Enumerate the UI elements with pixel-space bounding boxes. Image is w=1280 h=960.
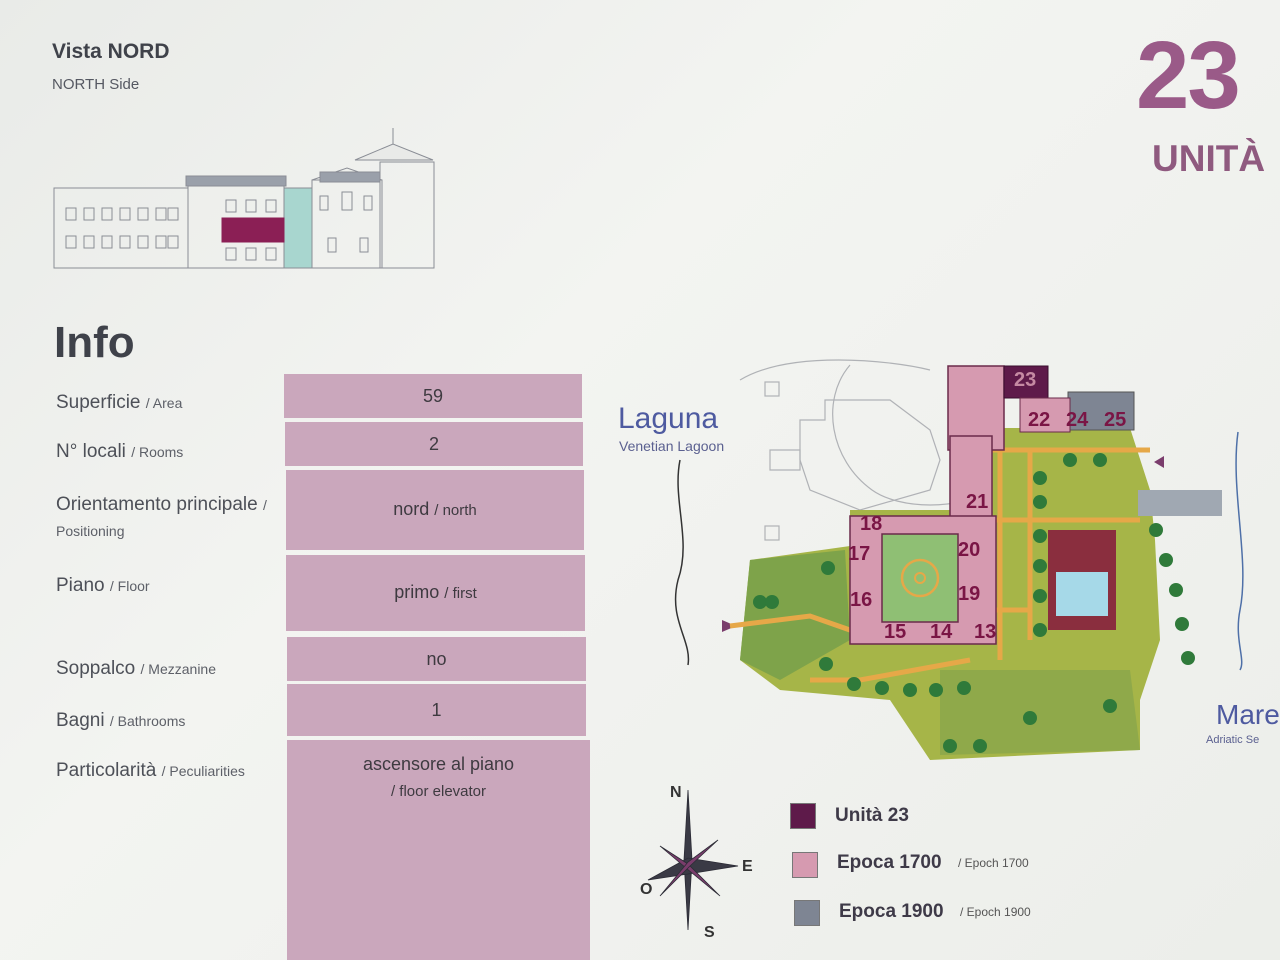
positioning-label: Orientamento principale / Positioning — [56, 494, 267, 539]
legend-unit-swatch — [790, 803, 816, 829]
map-unit-23: 23 — [1014, 369, 1036, 391]
unit-word: UNITÀ — [1152, 138, 1266, 179]
legend-epoch1700-swatch — [792, 852, 818, 878]
map-unit-18: 18 — [860, 513, 882, 535]
north-elevation-drawing — [53, 128, 435, 269]
peculiarities-value: ascensore al piano / floor elevator — [287, 740, 590, 960]
legend-epoch1900-label: Epoca 1900 — [839, 901, 944, 922]
legend-unit-label: Unità 23 — [835, 805, 909, 826]
peculiarities-label: Particolarità / Peculiarities — [56, 760, 245, 781]
map-unit-19: 19 — [958, 583, 980, 605]
laguna-label: Laguna — [618, 402, 718, 435]
compass-rose: N S E O — [640, 784, 753, 941]
map-unit-16: 16 — [850, 589, 872, 611]
bathrooms-label: Bagni / Bathrooms — [56, 710, 186, 731]
legend-epoch1900-en: / Epoch 1900 — [960, 905, 1031, 919]
map-unit-20: 20 — [958, 539, 980, 561]
mezzanine-label: Soppalco / Mezzanine — [56, 658, 216, 679]
map-unit-21: 21 — [966, 491, 988, 513]
mare-sublabel: Adriatic Se — [1206, 734, 1259, 746]
map-unit-24: 24 — [1066, 409, 1089, 431]
map-unit-17: 17 — [848, 543, 870, 565]
laguna-sublabel: Venetian Lagoon — [619, 438, 724, 454]
floor-value: primo / first — [286, 555, 585, 631]
compass-n: N — [670, 784, 682, 801]
map-unit-15: 15 — [884, 621, 906, 643]
legend-epoch1700-label: Epoca 1700 — [837, 852, 942, 873]
unit-number: 23 — [1136, 22, 1241, 129]
mare-label: Mare — [1216, 699, 1280, 730]
floor-label: Piano / Floor — [56, 575, 150, 596]
map-unit-13: 13 — [974, 621, 996, 643]
legend-epoch1900-swatch — [794, 900, 820, 926]
rooms-value: 2 — [285, 422, 583, 466]
bathrooms-value: 1 — [287, 684, 586, 736]
map-unit-14: 14 — [930, 621, 953, 643]
site-map: Laguna Venetian Lagoon — [618, 359, 1280, 760]
map-unit-22: 22 — [1028, 409, 1050, 431]
rooms-label: N° locali / Rooms — [56, 441, 184, 462]
view-subtitle: NORTH Side — [52, 76, 140, 93]
info-title: Info — [54, 318, 135, 367]
positioning-value: nord / north — [286, 470, 584, 550]
area-value: 59 — [284, 374, 582, 418]
compass-s: S — [704, 924, 715, 941]
map-unit-25: 25 — [1104, 409, 1126, 431]
mezzanine-value: no — [287, 637, 586, 681]
compass-o: O — [640, 881, 652, 898]
legend-epoch1700-en: / Epoch 1700 — [958, 856, 1029, 870]
compass-e: E — [742, 858, 753, 875]
area-label: Superficie / Area — [56, 392, 183, 413]
view-title: Vista NORD — [52, 40, 170, 63]
